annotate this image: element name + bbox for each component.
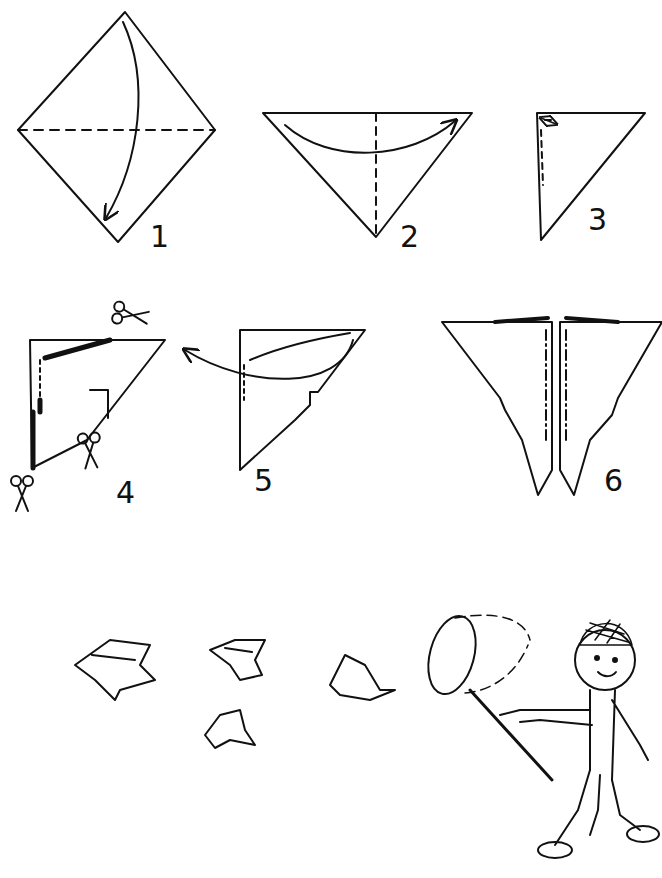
step-number: 4 <box>116 478 135 508</box>
shoe <box>627 826 659 842</box>
notch <box>90 390 108 418</box>
step-number: 5 <box>254 466 273 496</box>
net-handle <box>470 690 552 780</box>
butterfly <box>75 640 155 700</box>
butterfly <box>205 710 255 748</box>
step-number: 6 <box>604 466 623 496</box>
butterfly <box>330 655 395 700</box>
butterfly-left <box>442 322 552 495</box>
smile <box>598 672 616 676</box>
fold-arrow <box>285 121 455 153</box>
fold-line <box>541 120 553 185</box>
body <box>500 690 648 780</box>
folded-triangle <box>30 340 165 468</box>
scissors-icon <box>77 432 102 469</box>
small-arrow <box>541 118 556 124</box>
cut-line <box>33 400 40 468</box>
cap <box>580 620 632 645</box>
fold-line <box>39 360 41 398</box>
fold-line <box>243 365 245 400</box>
scissors-icon <box>11 476 33 511</box>
square-sheet <box>18 12 215 242</box>
net-hoop <box>420 611 483 700</box>
step-number: 1 <box>150 222 169 252</box>
scissors-icon <box>111 301 149 329</box>
cut-line <box>45 340 110 358</box>
folded-triangle <box>537 113 645 240</box>
shoe <box>538 842 572 858</box>
cut-shape <box>240 330 365 470</box>
step-number: 2 <box>400 222 419 252</box>
step-number: 3 <box>588 205 607 235</box>
head <box>575 630 635 690</box>
cut-edge <box>250 333 350 360</box>
fold-line <box>546 330 566 440</box>
fold-line <box>375 113 377 237</box>
net-bag <box>455 615 530 693</box>
unfold-arrow <box>185 340 353 379</box>
triangle <box>263 113 472 237</box>
fold-arrow <box>106 22 138 218</box>
fold-line <box>18 129 215 131</box>
body-mark <box>495 318 618 322</box>
butterfly-right <box>560 322 662 495</box>
butterfly <box>210 640 265 680</box>
